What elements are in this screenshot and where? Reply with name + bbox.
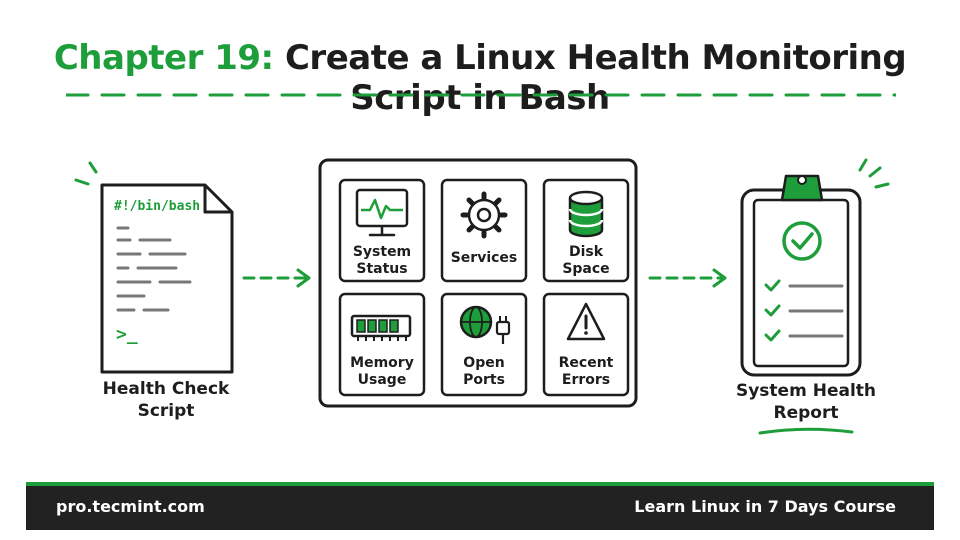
memory-chip-icon: [350, 314, 412, 341]
diagram-canvas: [74, 158, 890, 435]
globe-plug-icon: [459, 305, 511, 344]
module-open-ports: Open Ports: [441, 355, 527, 389]
arrow-modules-to-report: [648, 268, 727, 288]
module-label-line1: Memory: [350, 355, 414, 371]
report-underline: [758, 427, 854, 435]
module-services: Services: [441, 250, 527, 267]
footer-course: Learn Linux in 7 Days Course: [634, 497, 896, 516]
title-main: Create a Linux Health Monitoring Script …: [284, 38, 907, 118]
database-icon: [568, 190, 604, 238]
script-prompt: >_: [116, 324, 138, 345]
script-document-icon: [74, 161, 234, 374]
report-label-line2: Report: [773, 403, 839, 423]
module-system-status: System Status: [339, 244, 425, 278]
module-label-line1: Recent: [558, 355, 614, 371]
script-label-line2: Script: [137, 401, 195, 421]
clipboard-report-icon: [740, 158, 890, 377]
report-label-line1: System Health: [735, 381, 877, 401]
script-label: Health Check Script: [96, 378, 236, 422]
footer-bar: pro.tecmint.com Learn Linux in 7 Days Co…: [26, 482, 934, 530]
module-label-line2: Space: [562, 261, 610, 277]
module-recent-errors: Recent Errors: [543, 355, 629, 389]
module-label-line2: Usage: [357, 372, 407, 388]
gear-icon: [460, 191, 508, 239]
module-label-line1: Open: [463, 355, 505, 371]
warning-icon: [566, 302, 606, 341]
module-label-line2: Ports: [463, 372, 505, 388]
module-label-line1: Disk: [568, 244, 604, 260]
module-label-line2: Status: [356, 261, 408, 277]
module-disk-space: Disk Space: [543, 244, 629, 278]
monitor-pulse-icon: [355, 188, 409, 237]
page-title: Chapter 19: Create a Linux Health Monito…: [0, 38, 960, 118]
arrow-script-to-modules: [242, 268, 311, 288]
title-dashed-rule: [66, 93, 896, 97]
module-label-line1: Services: [450, 250, 518, 266]
footer-site: pro.tecmint.com: [56, 497, 205, 516]
report-label: System Health Report: [726, 380, 886, 424]
module-label-line1: System: [352, 244, 412, 260]
title-chapter: Chapter 19:: [53, 38, 274, 78]
module-label-line2: Errors: [561, 372, 611, 388]
script-label-line1: Health Check: [102, 379, 230, 399]
module-memory-usage: Memory Usage: [339, 355, 425, 389]
script-shebang: #!/bin/bash: [114, 199, 201, 214]
